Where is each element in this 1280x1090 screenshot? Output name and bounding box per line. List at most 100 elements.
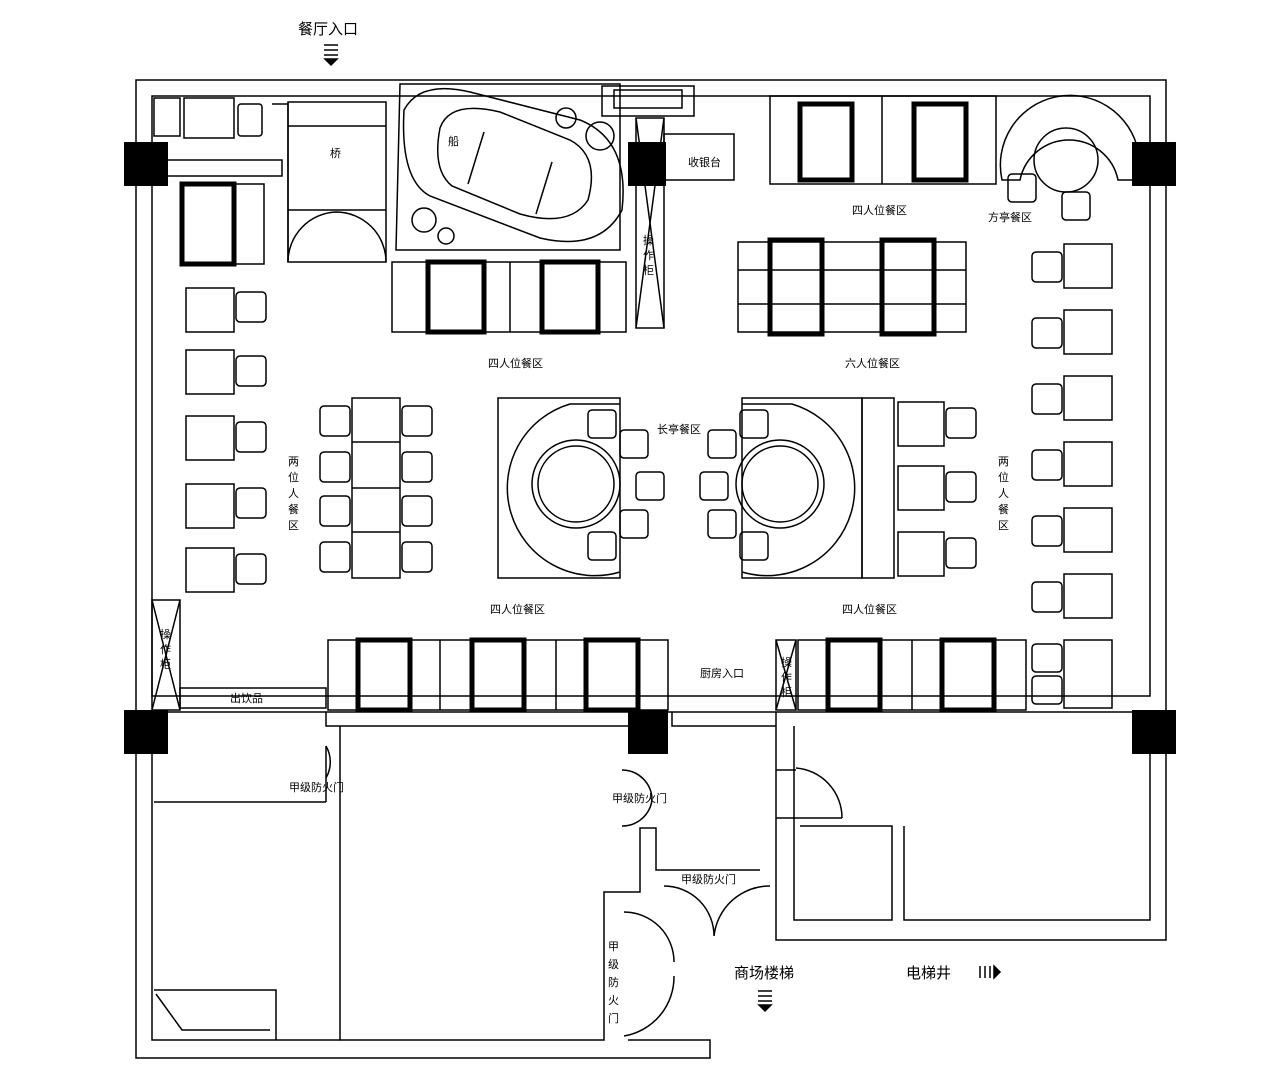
zone-label: 餐	[998, 502, 1009, 516]
table	[897, 465, 945, 511]
fire-door-arc	[663, 885, 771, 937]
column	[1132, 142, 1176, 186]
booth-row-six-seat	[737, 241, 967, 333]
op-cabinet-label: 柜	[781, 686, 792, 699]
zone-label: 位	[288, 470, 299, 484]
table	[879, 237, 937, 337]
table	[939, 637, 997, 713]
table	[825, 637, 883, 713]
lower-left-inner-wall	[151, 712, 340, 1041]
fire-door-arc	[795, 767, 843, 819]
table	[185, 547, 235, 593]
fire-door-label: 甲	[608, 940, 619, 953]
fire-door-label: 甲级防火门	[681, 872, 736, 886]
entrance-door	[287, 211, 387, 263]
square-pavilion	[999, 94, 1139, 181]
pavilion-right	[741, 397, 863, 579]
op-cabinet-label: 柜	[160, 658, 171, 671]
bridge-label: 桥	[330, 147, 341, 160]
table	[767, 237, 825, 337]
table	[583, 637, 641, 713]
table	[897, 531, 945, 577]
op-cabinet-label: 作	[781, 671, 792, 684]
lower-right-wall	[775, 712, 1167, 941]
fire-door-label: 甲级防火门	[289, 780, 344, 794]
table	[185, 483, 235, 529]
table	[355, 637, 413, 713]
drinks-counter	[179, 687, 327, 709]
cashier-label: 收银台	[688, 155, 721, 169]
column	[1132, 710, 1176, 754]
column	[628, 142, 666, 186]
op-cabinet-label: 操	[160, 627, 171, 641]
booth-left	[181, 183, 265, 265]
plant-icon	[411, 207, 437, 233]
table	[797, 101, 855, 183]
partition-wall	[325, 712, 640, 727]
zone-label: 四人位餐区	[842, 602, 897, 616]
op-cabinet-label: 操	[643, 233, 654, 247]
fire-door-arc	[623, 911, 675, 1037]
fire-door-label: 门	[608, 1011, 619, 1025]
arrow-down-icon	[757, 990, 773, 1013]
lower-right-inner-wall	[903, 726, 1151, 921]
booth-row-top-left	[391, 261, 627, 333]
column	[124, 142, 168, 186]
plant-icon	[585, 121, 615, 151]
zone-label: 两	[998, 455, 1009, 468]
inner-wall	[151, 95, 1151, 697]
plant-icon	[555, 107, 577, 129]
chair	[235, 421, 267, 453]
mall-stairs-label: 商场楼梯	[734, 964, 794, 982]
table	[1063, 441, 1113, 487]
table	[469, 637, 527, 713]
drinks-label: 出饮品	[230, 691, 263, 705]
table	[179, 181, 237, 267]
structural-columns	[124, 142, 1176, 754]
table	[1063, 243, 1113, 289]
round-table	[531, 439, 621, 529]
partition-wall-2	[671, 712, 776, 727]
chair	[235, 553, 267, 585]
restaurant-entrance-label: 餐厅入口	[298, 20, 358, 38]
boat-label: 船	[448, 134, 459, 148]
table	[1063, 573, 1113, 619]
zone-label: 六人位餐区	[845, 356, 900, 370]
table	[185, 349, 235, 395]
op-cabinet-label: 柜	[643, 264, 654, 277]
zone-label: 四人位餐区	[852, 203, 907, 217]
fire-door-label: 甲级防火门	[612, 791, 667, 805]
op-cabinet-label: 操	[781, 655, 792, 669]
zone-label: 区	[288, 519, 299, 532]
zone-label: 位	[998, 470, 1009, 484]
zone-label: 餐	[288, 502, 299, 516]
fire-door-arc	[325, 745, 332, 779]
table	[539, 259, 601, 335]
zone-label: 四人位餐区	[488, 356, 543, 370]
table	[185, 287, 235, 333]
zone-label: 方亭餐区	[988, 210, 1032, 224]
table	[1063, 507, 1113, 553]
zone-label: 四人位餐区	[490, 602, 545, 616]
arrow-right-icon	[979, 964, 1002, 980]
zone-label: 区	[998, 519, 1009, 532]
fire-door-arc	[621, 769, 653, 827]
column	[628, 710, 668, 754]
zone-label: 人	[288, 487, 299, 500]
table	[1063, 309, 1113, 355]
operation-cabinet-1	[635, 117, 665, 329]
kitchen-entrance-label: 厨房入口	[700, 667, 744, 680]
op-cabinet-label: 作	[643, 249, 654, 262]
chair	[235, 291, 267, 323]
storage-wall	[154, 989, 277, 1040]
table	[911, 101, 969, 183]
zone-label: 人	[998, 487, 1009, 500]
pavilion-left	[497, 397, 621, 579]
round-table	[1033, 127, 1099, 193]
storage-ramp	[155, 993, 270, 1031]
lower-right-room	[793, 726, 893, 921]
zone-label: 长亭餐区	[657, 422, 701, 436]
lower-left-wall	[135, 712, 711, 1059]
